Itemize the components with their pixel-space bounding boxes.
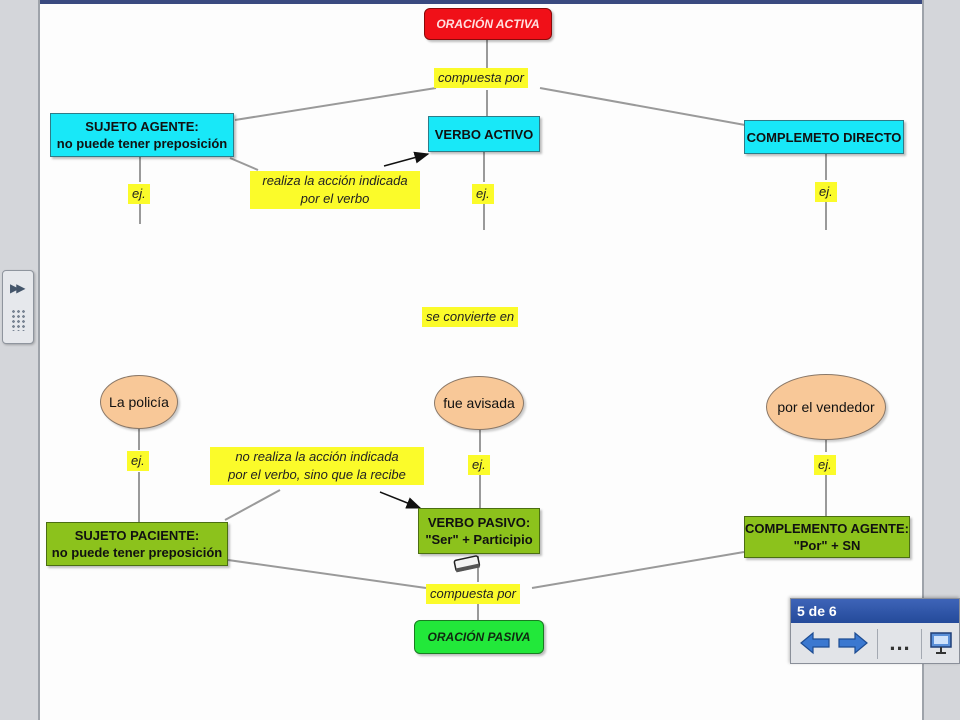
passive-sentence-root[interactable]: ORACIÓN PASIVA xyxy=(414,620,544,654)
link-performs-action: realiza la acción indicada por el verbo xyxy=(250,171,420,209)
active-verb-label: VERBO ACTIVO xyxy=(434,126,534,142)
example-subject-oval[interactable]: La policía xyxy=(100,375,178,429)
patient-subject-node[interactable]: SUJETO PACIENTE: no puede tener preposic… xyxy=(46,522,228,566)
window-top-edge xyxy=(0,0,960,4)
link-composed-top: compuesta por xyxy=(434,68,528,88)
next-slide-button[interactable] xyxy=(835,627,871,659)
expand-arrows-icon: ▶▶ xyxy=(10,281,26,295)
link-receives-action-line2: por el verbo, sino que la recibe xyxy=(228,467,406,482)
line-link-to-subject xyxy=(234,87,437,121)
previous-slide-button[interactable] xyxy=(797,627,833,659)
direct-object-node[interactable]: COMPLEMETO DIRECTO xyxy=(744,120,904,154)
sidebar-toggle[interactable]: ▶▶ xyxy=(2,270,34,344)
arrow-left-icon xyxy=(800,631,830,655)
passive-verb-title: VERBO PASIVO: xyxy=(427,515,531,530)
ej-label-passive-agent: ej. xyxy=(814,455,836,475)
agent-subject-node[interactable]: SUJETO AGENTE: no puede tener preposició… xyxy=(50,113,234,157)
example-verb-oval[interactable]: fue avisada xyxy=(434,376,524,430)
page-indicator: 5 de 6 xyxy=(791,599,959,623)
ej-label-passive-verb: ej. xyxy=(468,455,490,475)
passive-verb-node[interactable]: VERBO PASIVO: "Ser" + Participio xyxy=(418,508,540,554)
link-performs-action-line2: por el verbo xyxy=(300,191,370,206)
example-subject-text: La policía xyxy=(109,393,169,410)
agent-complement-title: COMPLEMENTO AGENTE: xyxy=(745,521,909,536)
arrow-passive-action xyxy=(379,491,422,509)
grip-icon xyxy=(11,309,27,331)
arrow-active-action xyxy=(383,151,430,167)
agent-complement-node[interactable]: COMPLEMENTO AGENTE: "Por" + SN xyxy=(744,516,910,558)
patient-subject-title: SUJETO PACIENTE: xyxy=(74,528,200,543)
agent-subject-rule: no puede tener preposición xyxy=(56,136,228,151)
presentation-mode-button[interactable] xyxy=(925,627,957,659)
active-sentence-label: ORACIÓN ACTIVA xyxy=(436,16,540,31)
hand-pointer-icon xyxy=(453,555,481,573)
passive-sentence-label: ORACIÓN PASIVA xyxy=(427,629,531,644)
passive-verb-rule: "Ser" + Participio xyxy=(425,532,533,547)
link-receives-action-line1: no realiza la acción indicada xyxy=(235,449,399,464)
line-link-to-object xyxy=(539,87,746,126)
ej-label-object: ej. xyxy=(815,182,837,202)
presentation-navigator: 5 de 6 ... xyxy=(790,598,960,664)
navigator-separator-2 xyxy=(921,629,922,659)
example-verb-text: fue avisada xyxy=(443,394,515,411)
navigator-separator xyxy=(877,629,878,659)
active-verb-node[interactable]: VERBO ACTIVO xyxy=(428,116,540,152)
agent-subject-title: SUJETO AGENTE: xyxy=(85,119,199,134)
ej-label-verb: ej. xyxy=(472,184,494,204)
link-composed-bottom: compuesta por xyxy=(426,584,520,604)
left-panel xyxy=(0,0,40,720)
agent-complement-rule: "Por" + SN xyxy=(793,538,861,553)
link-receives-action: no realiza la acción indicada por el ver… xyxy=(210,447,424,485)
ej-label-subject: ej. xyxy=(128,184,150,204)
direct-object-label: COMPLEMETO DIRECTO xyxy=(746,129,902,145)
arrow-right-icon xyxy=(838,631,868,655)
patient-subject-rule: no puede tener preposición xyxy=(51,545,223,560)
example-agent-text: por el vendedor xyxy=(777,398,875,415)
presentation-icon xyxy=(930,632,952,654)
link-converts-into: se convierte en xyxy=(422,307,519,327)
ej-label-passive-subject: ej. xyxy=(127,451,149,471)
more-options-button[interactable]: ... xyxy=(881,627,919,659)
link-performs-action-line1: realiza la acción indicada xyxy=(262,173,408,188)
active-sentence-root[interactable]: ORACIÓN ACTIVA xyxy=(424,8,552,40)
more-options-label: ... xyxy=(889,630,911,655)
example-agent-oval[interactable]: por el vendedor xyxy=(766,374,886,440)
